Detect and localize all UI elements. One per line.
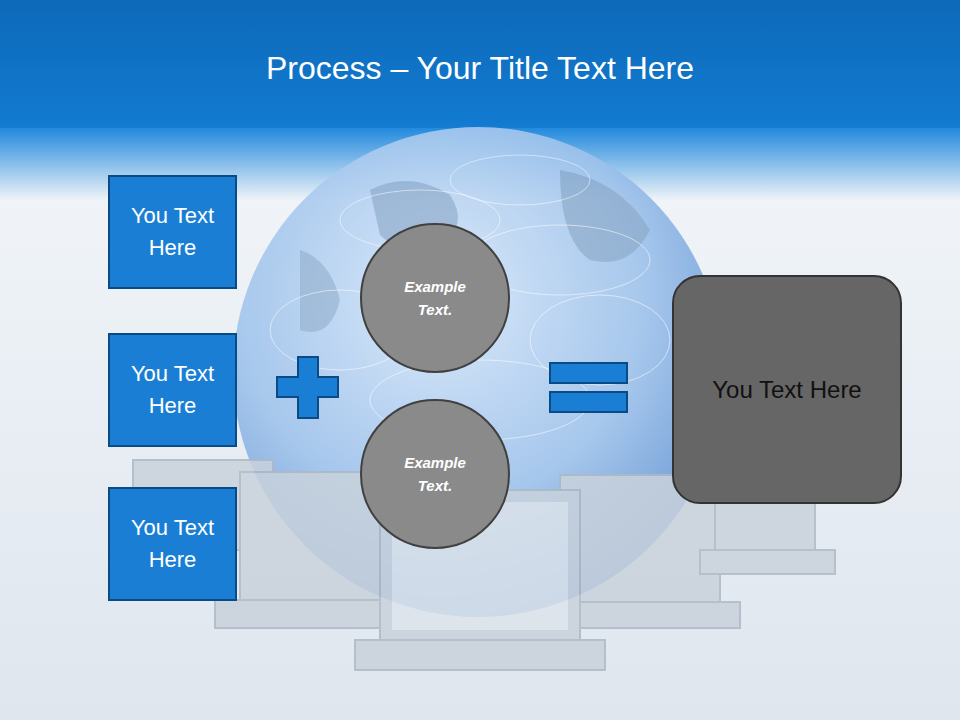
process-box: You Text Here — [108, 175, 237, 289]
node-text: You Text Here — [118, 512, 227, 576]
equals-symbol — [550, 363, 627, 412]
example-circle: Example Text. — [360, 223, 510, 373]
node-text: Example Text. — [388, 451, 482, 497]
process-box: You Text Here — [108, 333, 237, 447]
example-circle: Example Text. — [360, 399, 510, 549]
process-box: You Text Here — [108, 487, 237, 601]
plus-symbol — [277, 357, 338, 418]
node-text: Example Text. — [388, 275, 482, 321]
node-text: You Text Here — [118, 358, 227, 422]
node-text: You Text Here — [712, 375, 861, 405]
slide-title: Process – Your Title Text Here — [0, 50, 960, 87]
result-box: You Text Here — [672, 275, 902, 504]
circle-outline — [360, 399, 510, 549]
node-text: You Text Here — [118, 200, 227, 264]
circle-outline — [360, 223, 510, 373]
